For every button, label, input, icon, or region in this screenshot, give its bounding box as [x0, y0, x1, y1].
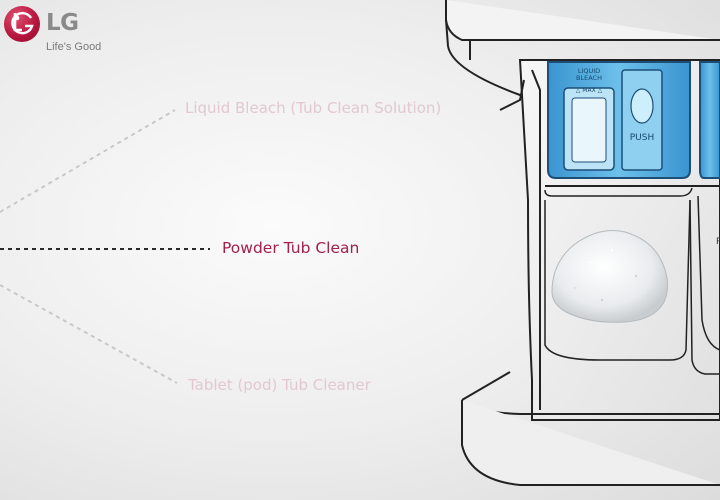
option-liquid-bleach: Liquid Bleach (Tub Clean Solution): [185, 99, 442, 117]
lg-face-icon: [4, 6, 40, 42]
connector-line-bleach: [0, 109, 176, 213]
logo-wordmark: LG: [46, 10, 79, 36]
powder-heap: [551, 230, 668, 323]
option-tablet-tub-cleaner: Tablet (pod) Tub Cleaner: [188, 376, 371, 394]
cup-max-marker: △ MAX △: [576, 87, 603, 94]
liquid-bleach-cup: [547, 61, 720, 179]
logo-tagline: Life's Good: [46, 41, 102, 53]
push-label: PUSH: [630, 133, 655, 143]
cup-label-bleach: BLEACH: [576, 74, 602, 82]
cup-label-liquid: LIQUID: [578, 67, 600, 75]
connector-line-tablet: [0, 284, 178, 384]
lg-logo: LG Life's Good: [4, 6, 124, 56]
machine-housing: [445, 0, 720, 96]
right-compartment-letter: P: [716, 237, 720, 247]
option-powder-tub-clean: Powder Tub Clean: [222, 239, 360, 257]
